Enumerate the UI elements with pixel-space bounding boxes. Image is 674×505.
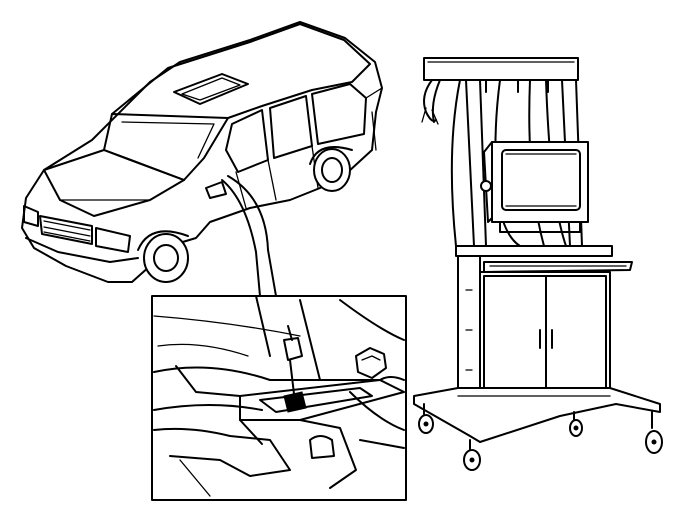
caster-back-left xyxy=(418,403,434,434)
diagnostic-connector xyxy=(283,325,307,413)
car-grille xyxy=(39,215,93,245)
center-console xyxy=(239,379,405,421)
car-headlight-right xyxy=(95,227,131,253)
car-front-side-window xyxy=(225,109,269,173)
caster-front-right xyxy=(645,411,663,454)
cart-post-left xyxy=(465,79,487,247)
car-bumper xyxy=(25,237,139,263)
interior-detail-panel xyxy=(151,295,407,501)
car-rear-wheel xyxy=(309,146,353,192)
driver-seat xyxy=(153,427,291,477)
cart-top-bar xyxy=(423,57,579,81)
car-roof xyxy=(111,23,371,119)
crt-monitor xyxy=(480,141,589,233)
hanging-cable-1 xyxy=(423,79,441,123)
cabinet-handles xyxy=(539,329,553,349)
car-front-wheel xyxy=(137,230,189,283)
dashboard-panel xyxy=(153,366,405,381)
cable-hooks xyxy=(485,79,549,93)
cart-base xyxy=(413,387,661,443)
cart-shelf xyxy=(455,245,613,257)
keyboard-tray xyxy=(483,261,633,273)
caster-back-right xyxy=(569,411,583,437)
car-sunroof xyxy=(173,73,249,105)
hanging-cable-2 xyxy=(450,79,461,247)
car-headlight-left xyxy=(23,205,39,227)
station-wagon-car xyxy=(21,21,383,283)
diagnostic-tester-cart xyxy=(413,57,663,471)
monitor-screen xyxy=(501,149,581,211)
gear-knob xyxy=(355,347,387,379)
callout-leader-line xyxy=(221,179,261,297)
car-quarter-window xyxy=(311,83,367,145)
cup-holder xyxy=(309,435,335,459)
caster-front-left xyxy=(463,439,481,471)
car-side-mirror xyxy=(205,181,227,199)
